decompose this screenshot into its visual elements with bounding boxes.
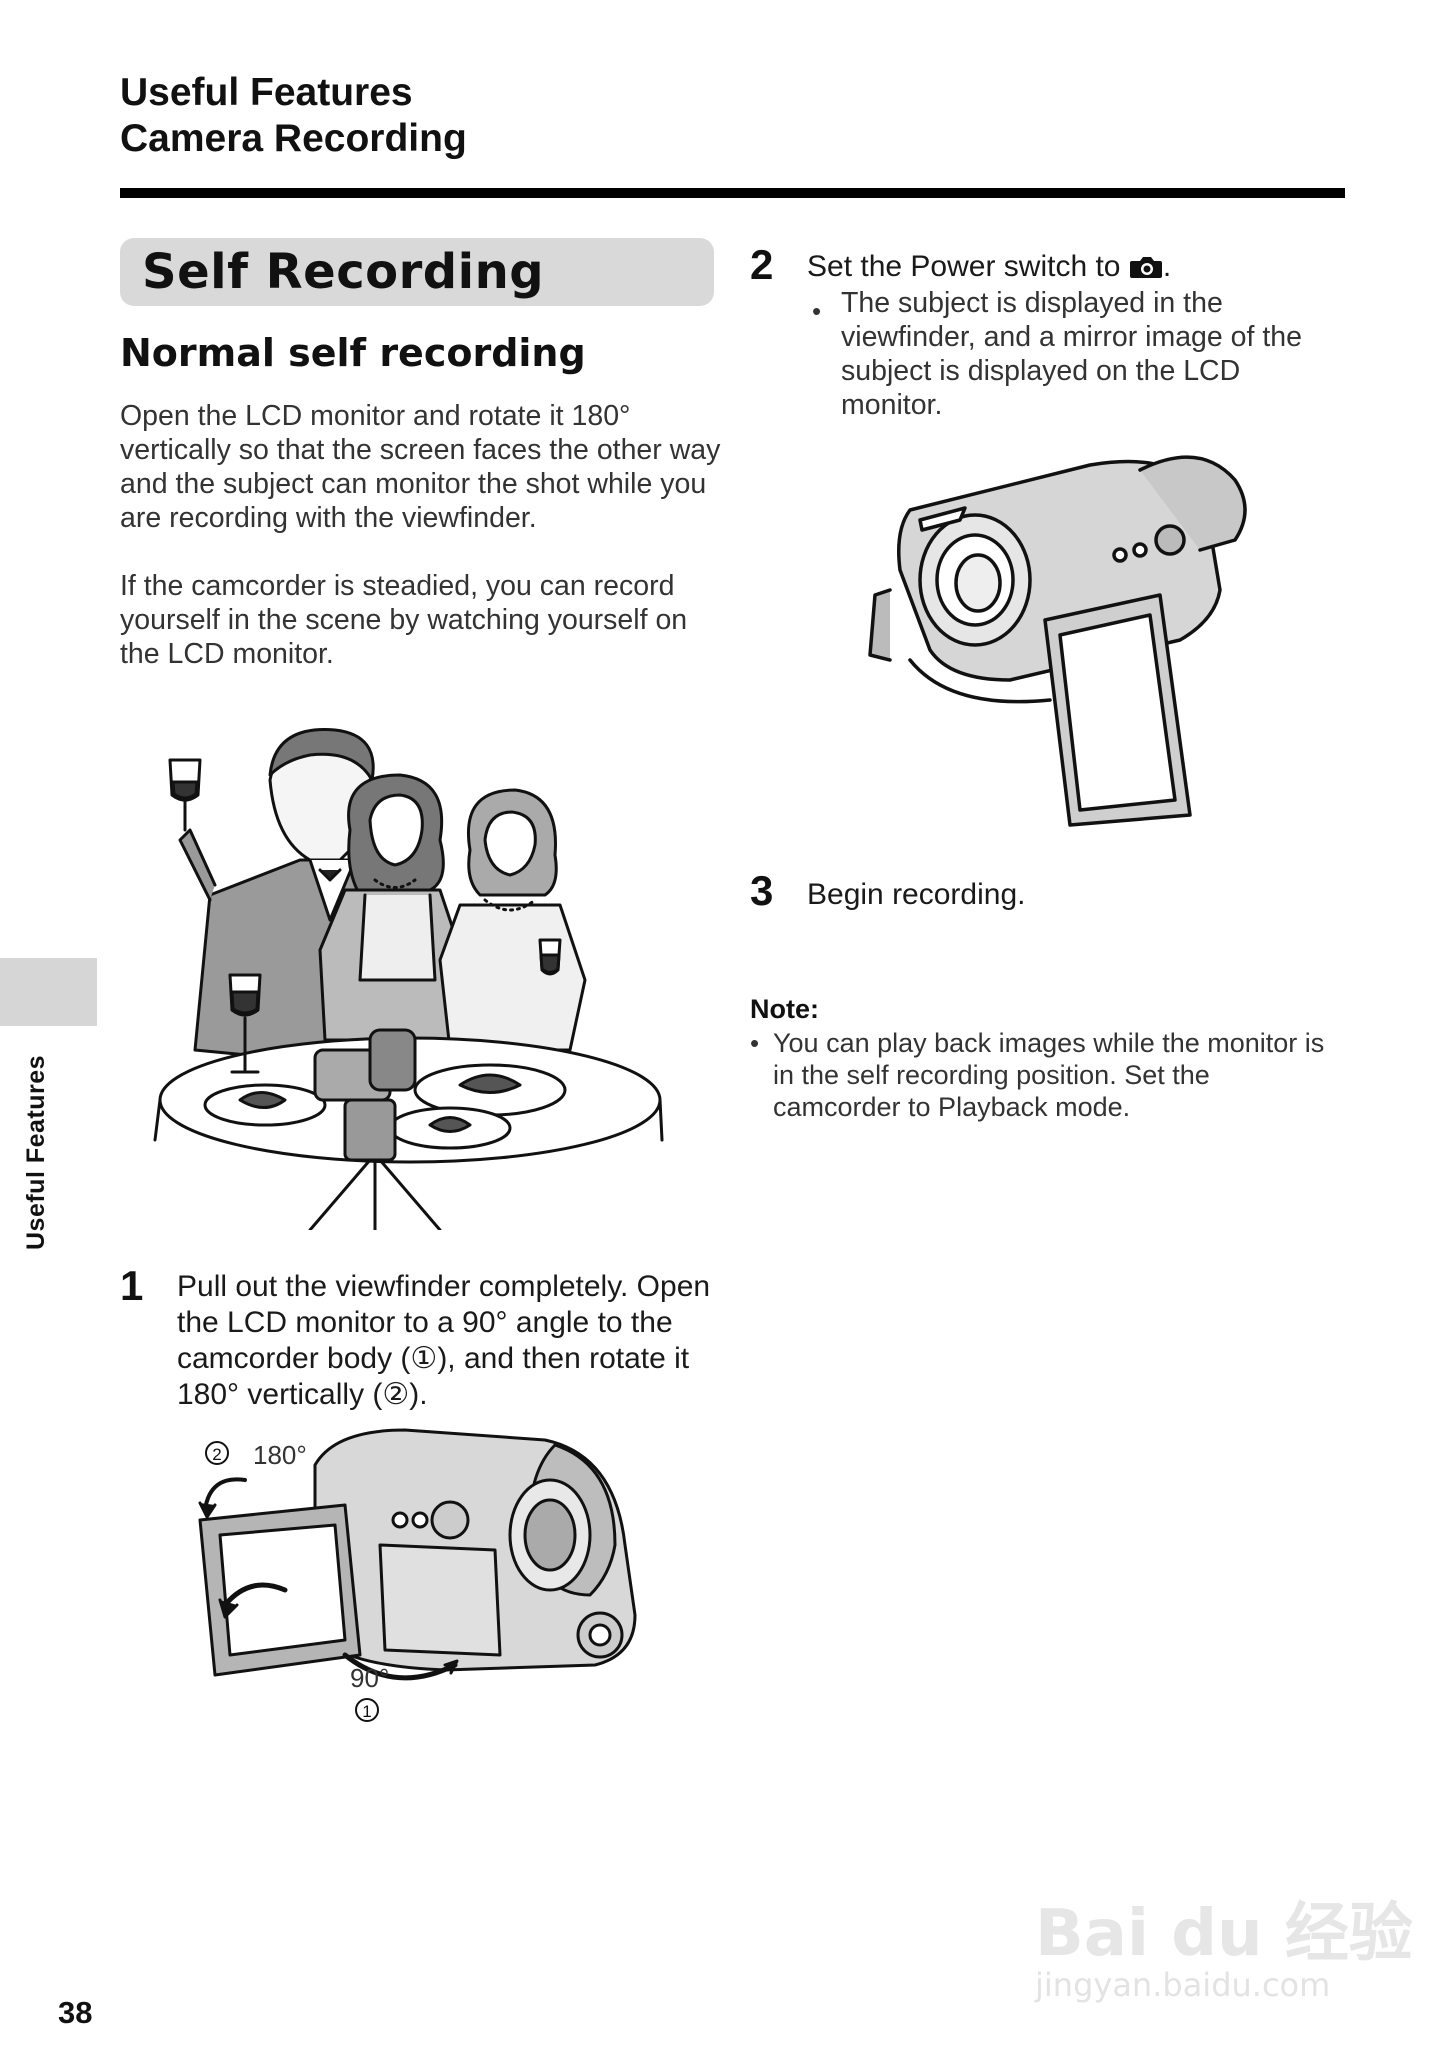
section-title-box xyxy=(120,238,714,306)
watermark-url: jingyan.baidu.com xyxy=(1035,1966,1331,2004)
intro-paragraph: Open the LCD monitor and rotate it 180° … xyxy=(120,400,721,534)
step-2-bullet: The subject is displayed in the viewfind… xyxy=(841,287,1302,421)
header-line-2: Camera Recording xyxy=(120,117,467,160)
marker-2-label: 2 xyxy=(212,1445,221,1464)
header-line-1: Useful Features xyxy=(120,71,413,114)
camcorder-front-illustration xyxy=(868,455,1247,827)
side-tab-label: Useful Features xyxy=(22,1054,50,1250)
note-text: You can play back images while the monit… xyxy=(773,1028,1325,1122)
camera-mode-icon xyxy=(1129,257,1162,278)
watermark-logo: Bai du 经验 xyxy=(1035,1897,1413,1971)
page-number: 38 xyxy=(58,1995,93,2030)
marker-1-label: 1 xyxy=(362,1702,371,1721)
step-2-text-period: . xyxy=(1162,250,1172,283)
step-1-text: Pull out the viewfinder completely. Open… xyxy=(177,1270,711,1411)
step-2-text: Set the Power switch to . xyxy=(807,249,1347,285)
dinner-scene-illustration xyxy=(153,728,664,1230)
step-2-text-main: Set the Power switch to xyxy=(807,250,1121,283)
header-rule xyxy=(120,188,1345,198)
note-title: Note: xyxy=(750,994,819,1024)
subsection-title: Normal self recording xyxy=(120,331,586,375)
step-2-number: 2 xyxy=(750,241,774,288)
step-1-number: 1 xyxy=(120,1262,144,1309)
side-tab-marker xyxy=(0,958,97,1026)
steadied-paragraph: If the camcorder is steadied, you can re… xyxy=(120,570,688,670)
angle-90-label: 90° xyxy=(350,1663,389,1693)
section-title: Self Recording xyxy=(142,244,545,300)
step-3-number: 3 xyxy=(750,867,774,914)
bullet-dot-icon: • xyxy=(812,296,822,326)
step-3-text: Begin recording. xyxy=(807,878,1026,911)
lcd-rotation-illustration: 2 180° 90° 1 xyxy=(198,1428,637,1722)
bullet-dot-icon: • xyxy=(750,1028,760,1058)
angle-180-label: 180° xyxy=(253,1440,307,1470)
